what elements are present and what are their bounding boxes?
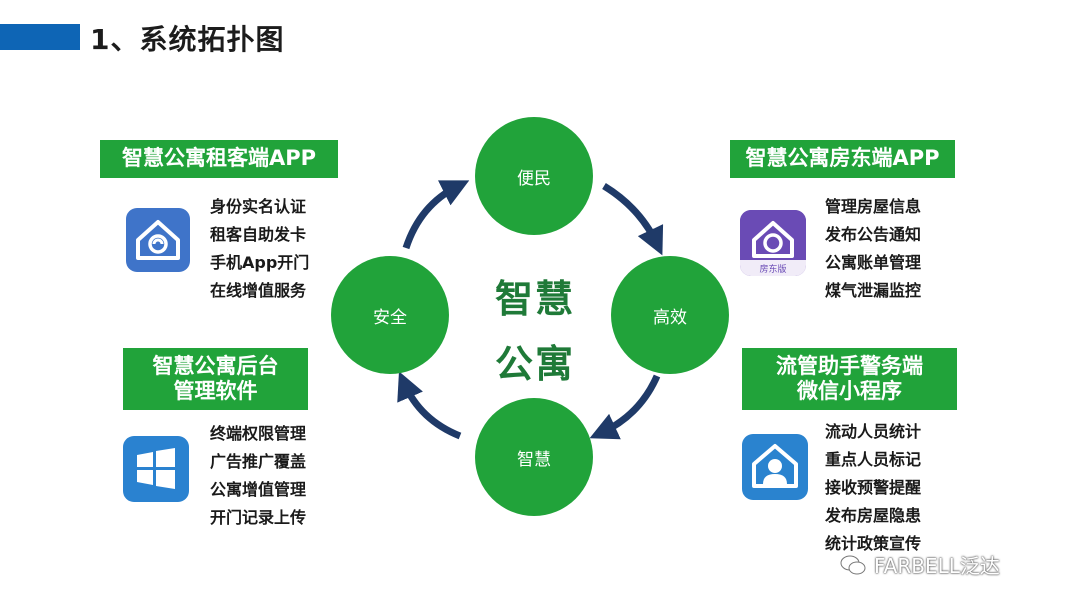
list-item: 在线增值服务 (210, 281, 307, 300)
arrow-top-to-right (602, 183, 664, 256)
list-item: 手机App开门 (210, 253, 310, 272)
windows-icon (123, 436, 189, 502)
list-item: 公寓账单管理 (825, 253, 922, 272)
watermark-text: FARBELL泛达 (874, 554, 1000, 578)
watermark: FARBELL泛达 (840, 550, 1000, 579)
backend-title: 智慧公寓后台 管理软件 (123, 348, 308, 410)
wechat-icon (840, 555, 866, 574)
backend-title-line2: 管理软件 (173, 379, 258, 403)
tenant-features-list: 身份实名认证 租客自助发卡 手机App开门 在线增值服务 (210, 193, 309, 305)
arrow-bottom-to-left (397, 371, 462, 440)
arrow-right-to-bottom (589, 374, 661, 440)
backend-title-line1: 智慧公寓后台 (152, 353, 279, 378)
police-app-title: 流管助手警务端 微信小程序 (742, 348, 957, 410)
police-features-list: 流动人员统计 重点人员标记 接收预警提醒 发布房屋隐患 统计政策宣传 (825, 418, 921, 558)
police-person-icon (742, 434, 808, 500)
house-app-icon (126, 208, 190, 272)
list-item: 公寓增值管理 (210, 480, 307, 499)
arrow-left-to-top (402, 180, 470, 250)
center-title-line1: 智慧 (494, 277, 575, 321)
center-title-line2: 公寓 (494, 342, 575, 386)
page-title: 1、系统拓扑图 (90, 23, 285, 56)
list-item: 重点人员标记 (825, 450, 922, 469)
circle-convenience: 便民 (475, 117, 593, 235)
list-item: 煤气泄漏监控 (825, 281, 922, 300)
circle-efficiency: 高效 (611, 256, 729, 374)
list-item: 流动人员统计 (825, 422, 922, 441)
police-title-line2: 微信小程序 (797, 379, 902, 403)
landlord-app-title: 智慧公寓房东端APP (730, 140, 955, 178)
house-app-purple-icon: 房东版 (740, 210, 806, 276)
list-item: 统计政策宣传 (825, 534, 922, 553)
police-title-line1: 流管助手警务端 (776, 353, 923, 378)
icon-badge-text: 房东版 (759, 263, 786, 275)
list-item: 发布房屋隐患 (825, 506, 922, 525)
backend-features-list: 终端权限管理 广告推广覆盖 公寓增值管理 开门记录上传 (210, 420, 306, 532)
landlord-features-list: 管理房屋信息 发布公告通知 公寓账单管理 煤气泄漏监控 (825, 193, 921, 305)
tenant-app-title: 智慧公寓租客端APP (100, 140, 338, 178)
list-item: 身份实名认证 (210, 197, 307, 216)
list-item: 发布公告通知 (825, 225, 922, 244)
list-item: 终端权限管理 (210, 424, 307, 443)
list-item: 管理房屋信息 (825, 197, 922, 216)
circle-security: 安全 (331, 256, 449, 374)
list-item: 接收预警提醒 (825, 478, 922, 497)
list-item: 开门记录上传 (210, 508, 307, 527)
list-item: 租客自助发卡 (210, 225, 307, 244)
list-item: 广告推广覆盖 (210, 452, 307, 471)
title-accent-bar (0, 24, 80, 50)
circle-smart: 智慧 (475, 398, 593, 516)
